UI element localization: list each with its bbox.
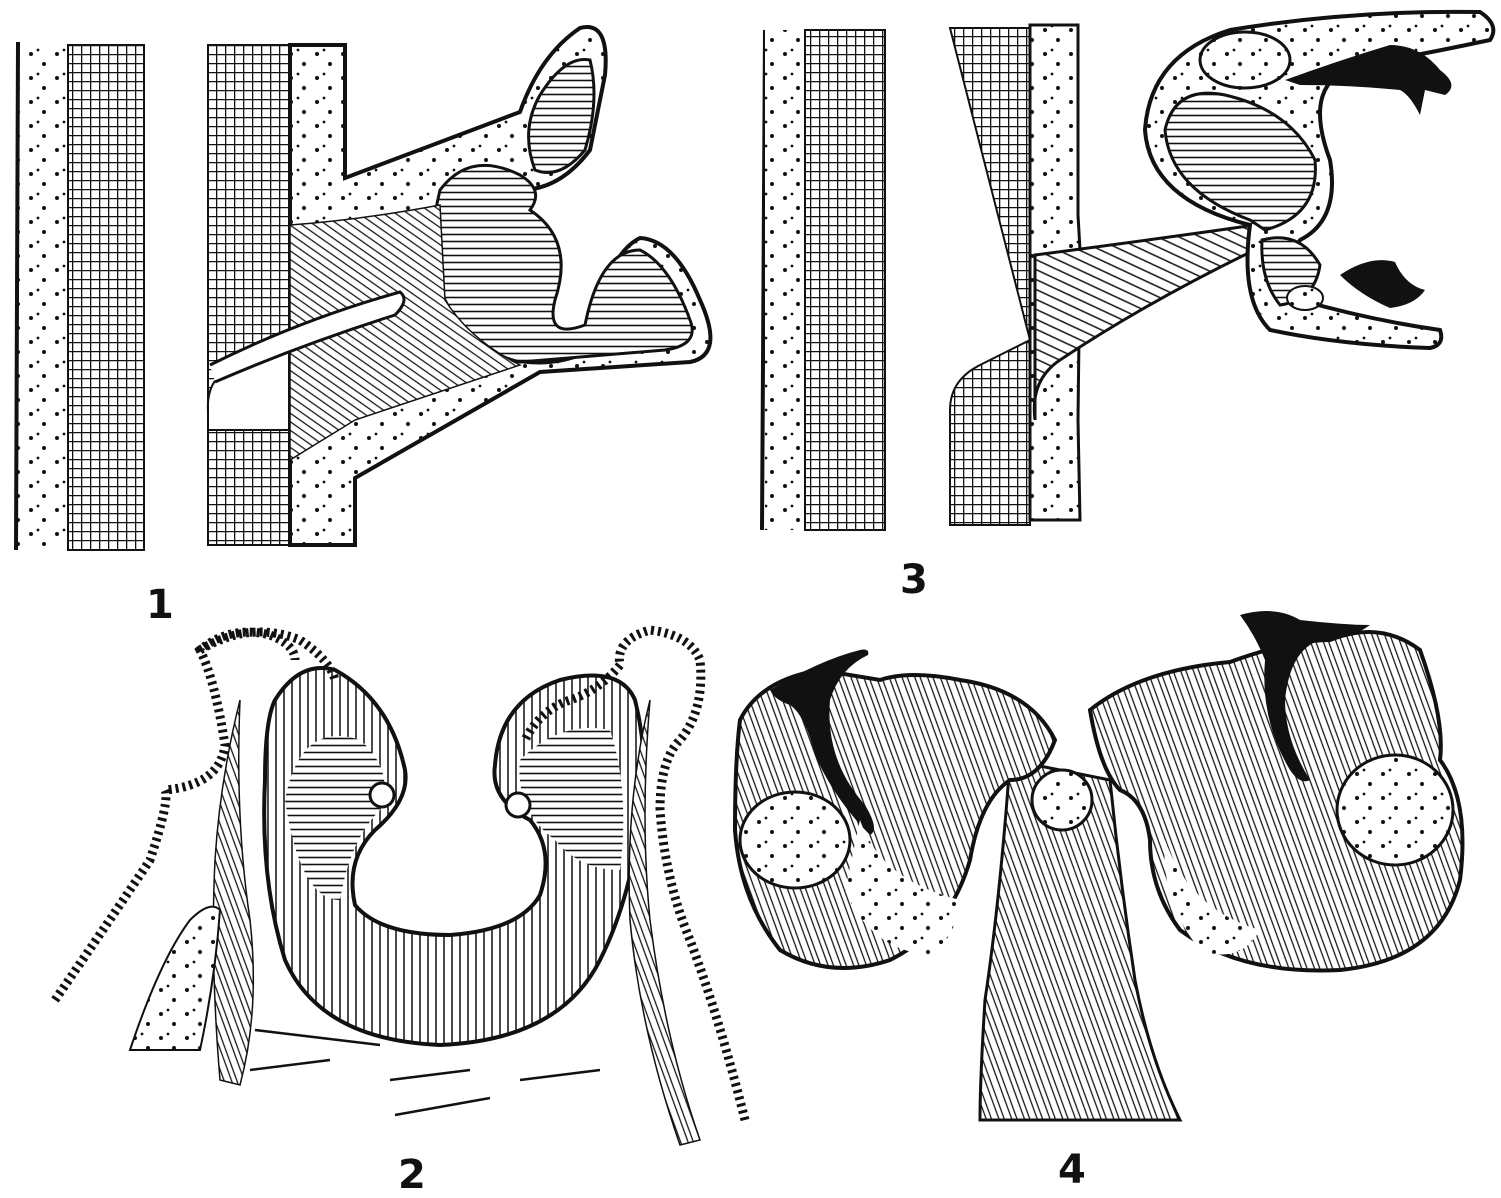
- panel-3-left-grid-column: [805, 30, 885, 530]
- panel-1-left-dotted-strip: [18, 42, 68, 550]
- panel-3-lower-dotted-cell: [1287, 286, 1323, 310]
- panel-2-right-inner-layer: [519, 728, 623, 870]
- panel-3-label: 3: [900, 560, 928, 600]
- panel-3-upper-dotted-cell: [1200, 32, 1290, 88]
- panel-2-left-dotted-sliver: [130, 907, 220, 1050]
- panel-2-right-vesicle: [506, 793, 530, 817]
- panel-3-right-grid-column: [950, 28, 1030, 525]
- panel-1-drawing: [16, 27, 710, 550]
- panel-1-right-grid-column: [208, 45, 290, 545]
- panel-2-label: 2: [398, 1155, 426, 1195]
- panel-4-drawing: [735, 611, 1463, 1120]
- panel-4-right-dotted-cell: [1337, 755, 1453, 865]
- panel-3-lower-dark-mass: [1340, 260, 1425, 308]
- panel-3-drawing: [762, 12, 1493, 530]
- panel-3-outer-edge-line: [762, 30, 765, 530]
- panel-4-central-dotted-cell: [1032, 770, 1092, 830]
- panel-4-label: 4: [1058, 1150, 1086, 1190]
- panel-4-left-dotted-cell: [740, 792, 850, 888]
- panel-2-drawing: [55, 630, 745, 1145]
- panel-1-left-grid-column: [68, 45, 144, 550]
- panel-3-left-dotted-strip: [765, 30, 805, 530]
- panel-1-label: 1: [146, 585, 174, 625]
- panel-2-left-vesicle: [370, 783, 394, 807]
- panel-1-outer-edge-line: [16, 42, 18, 550]
